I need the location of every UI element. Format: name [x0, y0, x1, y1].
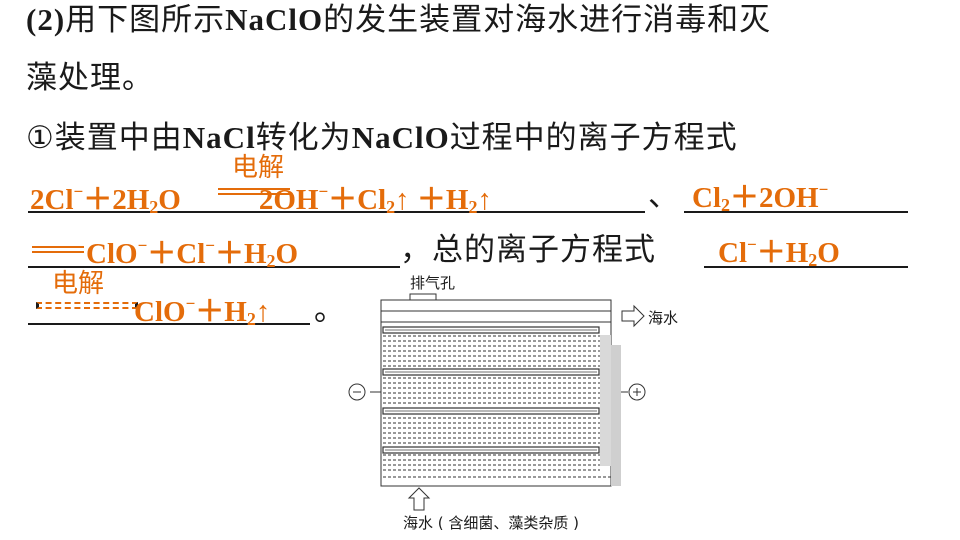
answer-blank-3-cont	[28, 323, 310, 325]
inlet-arrow	[407, 487, 431, 511]
water-dashes	[383, 335, 611, 478]
plate-hatch	[385, 329, 597, 451]
outlet-arrow	[621, 304, 645, 328]
reaction-double-line-1	[218, 188, 290, 195]
outlet-label: 海水	[648, 309, 679, 327]
total-equation-label: ，总的离子方程式	[400, 232, 656, 268]
anode-shade	[611, 345, 621, 486]
answer-blank-2-cont	[28, 266, 400, 268]
answer-equation-2-right: ClO−＋Cl−＋H2O	[86, 236, 299, 271]
sentence-end: 。	[314, 292, 346, 328]
question-line-1: (2)用下图所示NaClO的发生装置对海水进行消毒和灭	[26, 2, 772, 38]
answer-equation-2-left: Cl2＋2OH−	[692, 180, 829, 215]
answer-equation-3-left: Cl−＋H2O	[718, 235, 840, 270]
part-number: (2)	[26, 2, 66, 37]
anode-terminal	[628, 383, 646, 401]
separator: 、	[648, 178, 680, 214]
anode-plate	[600, 335, 611, 466]
answer-blank-3	[704, 266, 908, 268]
electrolysis-label-2: 电解	[52, 269, 105, 299]
cathode-terminal	[348, 383, 366, 401]
answer-equation-3-right: ClO−＋H2↑	[134, 294, 271, 329]
answer-blank-2	[684, 211, 908, 213]
electrode-plates	[382, 326, 600, 454]
reaction-double-line-3	[36, 302, 138, 309]
vent-bracket	[409, 293, 437, 300]
answer-blank-1	[28, 211, 645, 213]
electrolysis-label-1: 电解	[232, 153, 285, 183]
reaction-double-line-2	[32, 246, 84, 253]
inlet-label: 海水 ( 含细菌、藻类杂质 )	[403, 514, 580, 532]
electrolyzer-box	[380, 299, 612, 487]
sub-question-1: ①装置中由NaCl转化为NaClO过程中的离子方程式	[26, 120, 738, 156]
vent-label: 排气孔	[410, 274, 456, 292]
question-line-2: 藻处理。	[26, 60, 154, 96]
